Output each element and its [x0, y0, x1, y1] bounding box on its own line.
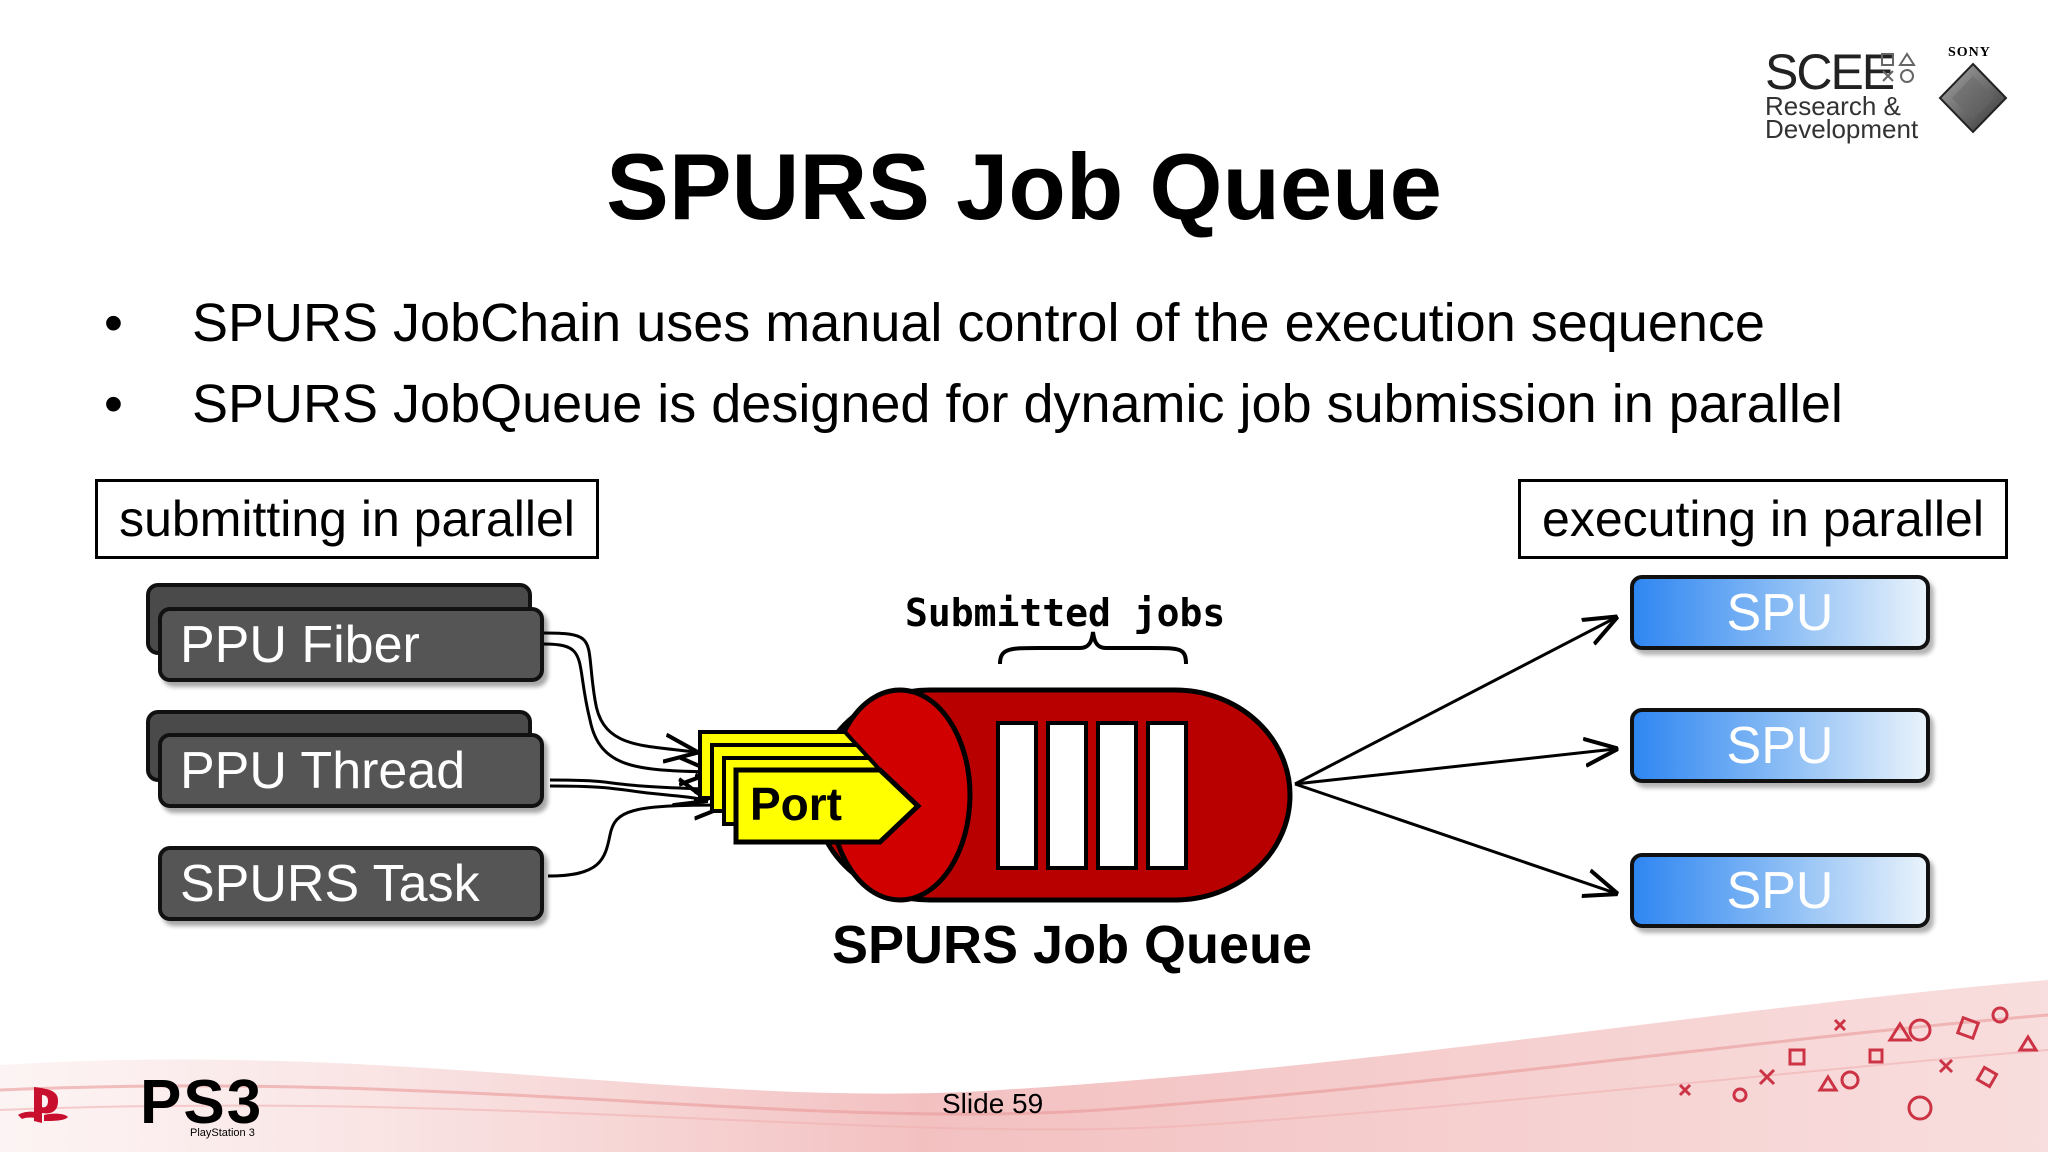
- spu-box: SPU: [1630, 708, 1930, 783]
- bullet-item: SPURS JobQueue is designed for dynamic j…: [192, 374, 1843, 434]
- scee-logo: SCEE Research & Development: [1765, 44, 1925, 145]
- executing-in-parallel-label: executing in parallel: [1518, 479, 2008, 559]
- ps-symbols-decoration: [1678, 1006, 2039, 1121]
- ps-shapes-logo-icon: [1881, 52, 1916, 83]
- playstation-logo-icon: [18, 1087, 68, 1123]
- ps3-logo-subtitle: PlayStation 3: [190, 1127, 255, 1139]
- source-spurs-task: SPURS Task: [158, 846, 544, 921]
- source-connectors: [543, 631, 725, 878]
- port-stack: [698, 730, 922, 845]
- spu-box: SPU: [1630, 575, 1930, 650]
- sony-logo-text: SONY: [1948, 45, 1991, 60]
- slide-title: SPURS Job Queue: [606, 134, 1442, 239]
- slide-number: Slide 59: [942, 1088, 1044, 1119]
- bullet-item: SPURS JobChain uses manual control of th…: [192, 293, 1765, 353]
- bullet-marker: •: [104, 293, 123, 353]
- port-label: Port: [750, 778, 842, 830]
- ps3-logo: PS3: [140, 1068, 264, 1137]
- source-ppu-thread: PPU Thread: [158, 733, 544, 808]
- submitting-in-parallel-label: submitting in parallel: [95, 479, 599, 559]
- spu-arrows: [1294, 618, 1615, 893]
- scee-logo-text: SCEE: [1765, 44, 1895, 100]
- scee-logo-sub1: Research &: [1765, 91, 1901, 121]
- submitted-jobs-label: Submitted jobs: [905, 591, 1226, 635]
- queue-caption: SPURS Job Queue: [832, 915, 1313, 975]
- submitted-jobs-brace: [998, 631, 1188, 665]
- scee-logo-sub2: Development: [1765, 114, 1919, 145]
- spu-box: SPU: [1630, 853, 1930, 928]
- bullet-marker: •: [104, 374, 123, 434]
- source-ppu-fiber: PPU Fiber: [158, 607, 544, 682]
- sony-diamond-icon: [1938, 62, 2008, 134]
